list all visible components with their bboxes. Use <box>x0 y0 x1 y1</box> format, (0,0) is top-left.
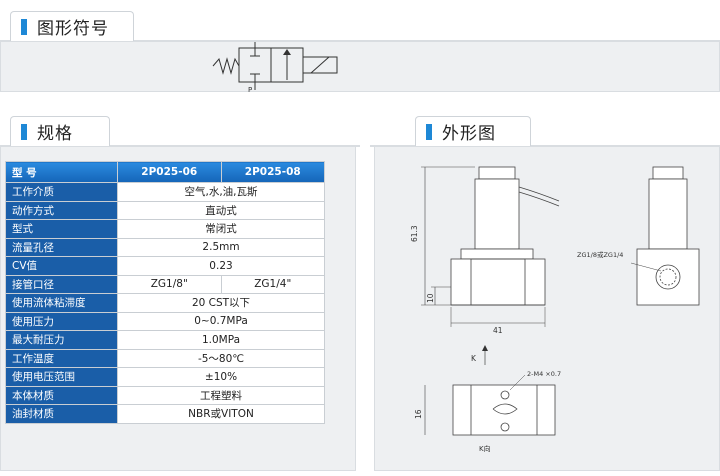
row-value: 1.0MPa <box>117 330 325 350</box>
row-value: 常闭式 <box>117 219 325 239</box>
outline-panel: 61.3 10 41 K ZG1/8或ZG1/4 16 <box>374 146 720 471</box>
symbol-tab: 图形符号 <box>10 11 134 41</box>
row-label: 使用电压范围 <box>5 367 118 387</box>
row-label: 动作方式 <box>5 200 118 220</box>
view-label: K向 <box>479 444 491 453</box>
model-2: 2P025-08 <box>220 161 325 183</box>
row-value: 2.5mm <box>117 237 325 257</box>
row-label: 最大耐压力 <box>5 330 118 350</box>
front-view: 61.3 10 41 K <box>410 166 560 365</box>
row-value-1: ZG1/8" <box>117 274 222 294</box>
row-value: 0.23 <box>117 256 325 276</box>
row-value: ±10% <box>117 367 325 387</box>
port-a-label: A <box>248 42 253 43</box>
spec-title: 规格 <box>37 124 73 144</box>
row-label: 油封材质 <box>5 404 118 424</box>
side-view: ZG1/8或ZG1/4 <box>577 166 700 306</box>
table-row: 工作温度-5～80℃ <box>5 348 325 368</box>
row-label: 工作介质 <box>5 182 118 202</box>
row-value: NBR或VITON <box>117 404 325 424</box>
symbol-panel: A P <box>0 35 720 94</box>
row-value: 工程塑料 <box>117 385 325 405</box>
row-value: 直动式 <box>117 200 325 220</box>
table-row: 本体材质工程塑料 <box>5 385 325 405</box>
row-label: 本体材质 <box>5 385 118 405</box>
row-value: -5～80℃ <box>117 348 325 368</box>
tab-marker <box>21 18 27 35</box>
model-header: 型 号 <box>5 161 118 183</box>
tab-marker <box>21 123 27 140</box>
row-label: 使用流体粘滞度 <box>5 293 118 313</box>
table-row: 动作方式直动式 <box>5 200 325 220</box>
solenoid-icon <box>302 56 338 74</box>
spring-icon <box>212 57 240 75</box>
view-arrow-label: K <box>471 354 477 363</box>
valve-symbol: A P <box>212 35 338 94</box>
model-1: 2P025-06 <box>117 161 222 183</box>
row-value: 0~0.7MPa <box>117 311 325 331</box>
row-label: 工作温度 <box>5 348 118 368</box>
outline-tab: 外形图 <box>415 116 531 146</box>
spec-table: 型 号 2P025-06 2P025-08 工作介质空气,水,油,瓦斯 动作方式… <box>5 161 325 424</box>
port-p-label: P <box>248 86 252 93</box>
tab-marker <box>426 123 432 140</box>
dim-height: 61.3 <box>410 225 419 242</box>
table-row: 工作介质空气,水,油,瓦斯 <box>5 182 325 202</box>
row-label: 流量孔径 <box>5 237 118 257</box>
view-arrow-icon <box>482 345 488 351</box>
dim-width: 41 <box>493 326 503 335</box>
outline-drawing: 61.3 10 41 K ZG1/8或ZG1/4 16 <box>410 166 700 453</box>
symbol-title: 图形符号 <box>37 19 109 39</box>
dim-depth: 16 <box>414 409 423 419</box>
spec-tab: 规格 <box>10 116 110 146</box>
row-value: 空气,水,油,瓦斯 <box>117 182 325 202</box>
row-label: CV值 <box>5 256 118 276</box>
table-row: 使用电压范围±10% <box>5 367 325 387</box>
mount-label: 2-M4 ×0.7 <box>527 370 561 378</box>
spec-header-row: 型 号 2P025-06 2P025-08 <box>5 161 325 183</box>
dim-base: 10 <box>426 293 435 303</box>
table-row: 型式常闭式 <box>5 219 325 239</box>
row-value: 20 CST以下 <box>117 293 325 313</box>
row-label: 接管口径 <box>5 274 118 294</box>
row-label: 使用压力 <box>5 311 118 331</box>
row-label: 型式 <box>5 219 118 239</box>
bottom-view: 16 2-M4 ×0.7 K向 <box>414 370 561 453</box>
row-value-2: ZG1/4" <box>220 274 325 294</box>
outline-title: 外形图 <box>442 124 496 144</box>
thread-label: ZG1/8或ZG1/4 <box>577 250 623 259</box>
